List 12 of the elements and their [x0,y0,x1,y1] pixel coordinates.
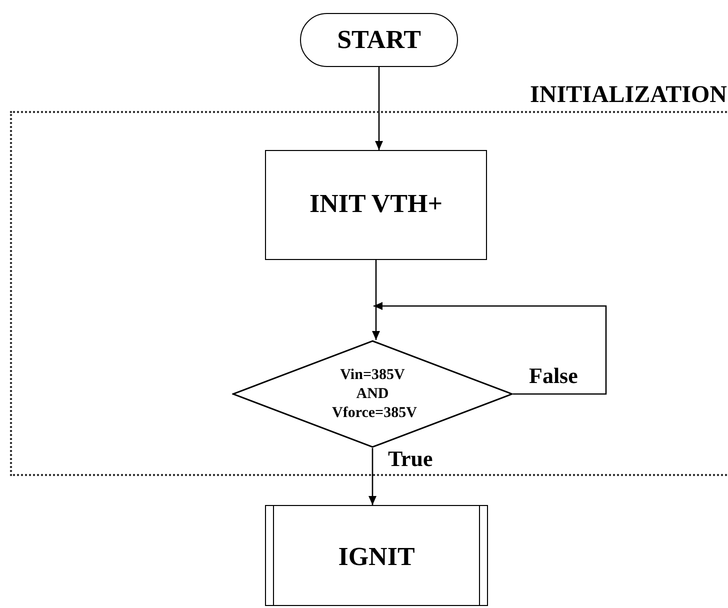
process-label: INIT VTH+ [308,189,444,219]
group-heading: INITIALIZATION [530,82,727,109]
arrow [374,302,607,395]
terminal-label: START [336,25,422,55]
process-label: IGNIT [337,542,416,572]
arrow [375,67,383,150]
arrow [368,448,376,505]
start-terminal [300,13,458,67]
decision-diamond [232,340,513,448]
predefined-process-box [265,505,488,606]
process-box [265,150,487,260]
arrow [372,260,380,340]
